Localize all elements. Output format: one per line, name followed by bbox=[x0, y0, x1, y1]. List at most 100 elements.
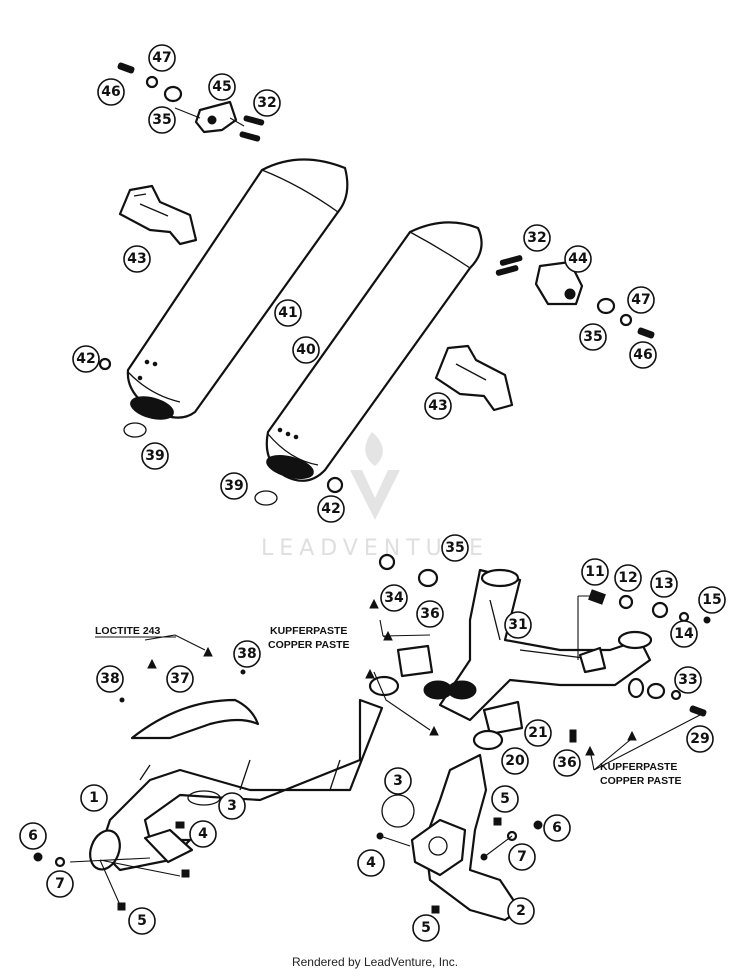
svg-text:7: 7 bbox=[517, 849, 527, 865]
muffler-left bbox=[126, 158, 349, 420]
hardware-top bbox=[98, 62, 655, 506]
callout-33: 33 bbox=[674, 666, 702, 694]
svg-text:46: 46 bbox=[633, 347, 652, 363]
svg-text:36: 36 bbox=[420, 606, 439, 622]
svg-text:31: 31 bbox=[508, 617, 527, 633]
bracket-right bbox=[434, 344, 514, 412]
svg-text:6: 6 bbox=[552, 820, 562, 836]
callout-29: 29 bbox=[686, 725, 714, 753]
callout-37: 37 bbox=[166, 665, 194, 693]
kupferpaste-label-2: KUPFERPASTE bbox=[600, 761, 677, 773]
svg-text:45: 45 bbox=[212, 79, 231, 95]
svg-text:36: 36 bbox=[557, 755, 576, 771]
callout-15: 15 bbox=[698, 586, 726, 614]
callout-44: 44 bbox=[564, 245, 592, 273]
callout-11: 11 bbox=[581, 558, 609, 586]
clamp-45 bbox=[194, 100, 238, 134]
callout-20: 20 bbox=[501, 747, 529, 775]
callout-1: 1 bbox=[80, 784, 108, 812]
svg-text:42: 42 bbox=[76, 351, 95, 367]
svg-text:3: 3 bbox=[393, 773, 403, 789]
callout-41: 41 bbox=[274, 299, 302, 327]
svg-text:1: 1 bbox=[89, 790, 99, 806]
bracket-left bbox=[118, 184, 198, 246]
callout-40: 40 bbox=[292, 336, 320, 364]
callouts: 47 46 45 32 35 43 41 42 39 32 44 47 35 4… bbox=[19, 44, 726, 942]
svg-text:21: 21 bbox=[528, 725, 547, 741]
header-pipe-left bbox=[33, 646, 384, 911]
svg-text:20: 20 bbox=[505, 753, 525, 769]
svg-text:5: 5 bbox=[137, 913, 147, 929]
callout-43a: 43 bbox=[123, 245, 151, 273]
callout-36b: 36 bbox=[553, 749, 581, 777]
callout-5b: 5 bbox=[491, 785, 519, 813]
svg-text:6: 6 bbox=[28, 828, 38, 844]
svg-text:14: 14 bbox=[674, 626, 694, 642]
svg-text:46: 46 bbox=[101, 84, 120, 100]
svg-text:47: 47 bbox=[152, 50, 171, 66]
svg-text:40: 40 bbox=[296, 342, 316, 358]
callout-4b: 4 bbox=[357, 849, 385, 877]
svg-text:38: 38 bbox=[237, 646, 256, 662]
header-pipe-right bbox=[365, 553, 711, 756]
muffler-right bbox=[265, 221, 483, 482]
svg-text:35: 35 bbox=[583, 329, 602, 345]
svg-text:33: 33 bbox=[678, 672, 697, 688]
callout-3b: 3 bbox=[384, 767, 412, 795]
callout-5c: 5 bbox=[412, 914, 440, 942]
callout-35a: 35 bbox=[148, 106, 176, 134]
svg-text:41: 41 bbox=[278, 305, 297, 321]
callout-14: 14 bbox=[670, 620, 698, 648]
callout-35c: 35 bbox=[441, 534, 469, 562]
svg-text:5: 5 bbox=[500, 791, 510, 807]
svg-text:47: 47 bbox=[631, 292, 650, 308]
leader-lines bbox=[69, 107, 701, 906]
callout-32b: 32 bbox=[523, 224, 551, 252]
svg-text:43: 43 bbox=[428, 398, 447, 414]
svg-text:32: 32 bbox=[257, 95, 276, 111]
svg-text:3: 3 bbox=[227, 798, 237, 814]
svg-text:42: 42 bbox=[321, 501, 340, 517]
callout-42a: 42 bbox=[72, 345, 100, 373]
callout-4a: 4 bbox=[189, 820, 217, 848]
callout-7b: 7 bbox=[508, 843, 536, 871]
callout-35b: 35 bbox=[579, 323, 607, 351]
svg-text:2: 2 bbox=[516, 903, 526, 919]
callout-45: 45 bbox=[208, 73, 236, 101]
svg-text:11: 11 bbox=[585, 564, 604, 580]
kupferpaste-label-1: KUPFERPASTE bbox=[270, 625, 347, 637]
svg-text:38: 38 bbox=[100, 671, 119, 687]
svg-text:4: 4 bbox=[198, 826, 208, 842]
callout-47b: 47 bbox=[627, 286, 655, 314]
svg-text:37: 37 bbox=[170, 671, 189, 687]
callout-46b: 46 bbox=[629, 341, 657, 369]
callout-6b: 6 bbox=[543, 814, 571, 842]
callout-46a: 46 bbox=[97, 78, 125, 106]
svg-text:29: 29 bbox=[690, 731, 709, 747]
svg-text:39: 39 bbox=[224, 478, 243, 494]
svg-text:35: 35 bbox=[445, 540, 464, 556]
callout-5a: 5 bbox=[128, 907, 156, 935]
svg-text:43: 43 bbox=[127, 251, 146, 267]
callout-39a: 39 bbox=[141, 442, 169, 470]
svg-text:35: 35 bbox=[152, 112, 171, 128]
callout-3a: 3 bbox=[218, 792, 246, 820]
callout-13: 13 bbox=[650, 570, 678, 598]
callout-7a: 7 bbox=[46, 870, 74, 898]
text-labels: LOCTITE 243 KUPFERPASTE COPPER PASTE KUP… bbox=[95, 625, 682, 787]
loctite-label: LOCTITE 243 bbox=[95, 625, 161, 637]
callout-36a: 36 bbox=[416, 600, 444, 628]
callout-21: 21 bbox=[524, 719, 552, 747]
callout-43b: 43 bbox=[424, 392, 452, 420]
callout-47a: 47 bbox=[148, 44, 176, 72]
callout-38b: 38 bbox=[96, 665, 124, 693]
svg-text:39: 39 bbox=[145, 448, 164, 464]
svg-text:13: 13 bbox=[654, 576, 673, 592]
callout-31: 31 bbox=[504, 611, 532, 639]
svg-text:5: 5 bbox=[421, 920, 431, 936]
callout-2: 2 bbox=[507, 897, 535, 925]
svg-text:34: 34 bbox=[384, 590, 404, 606]
footer-credit: Rendered by LeadVenture, Inc. bbox=[291, 955, 459, 969]
svg-text:12: 12 bbox=[618, 570, 637, 586]
